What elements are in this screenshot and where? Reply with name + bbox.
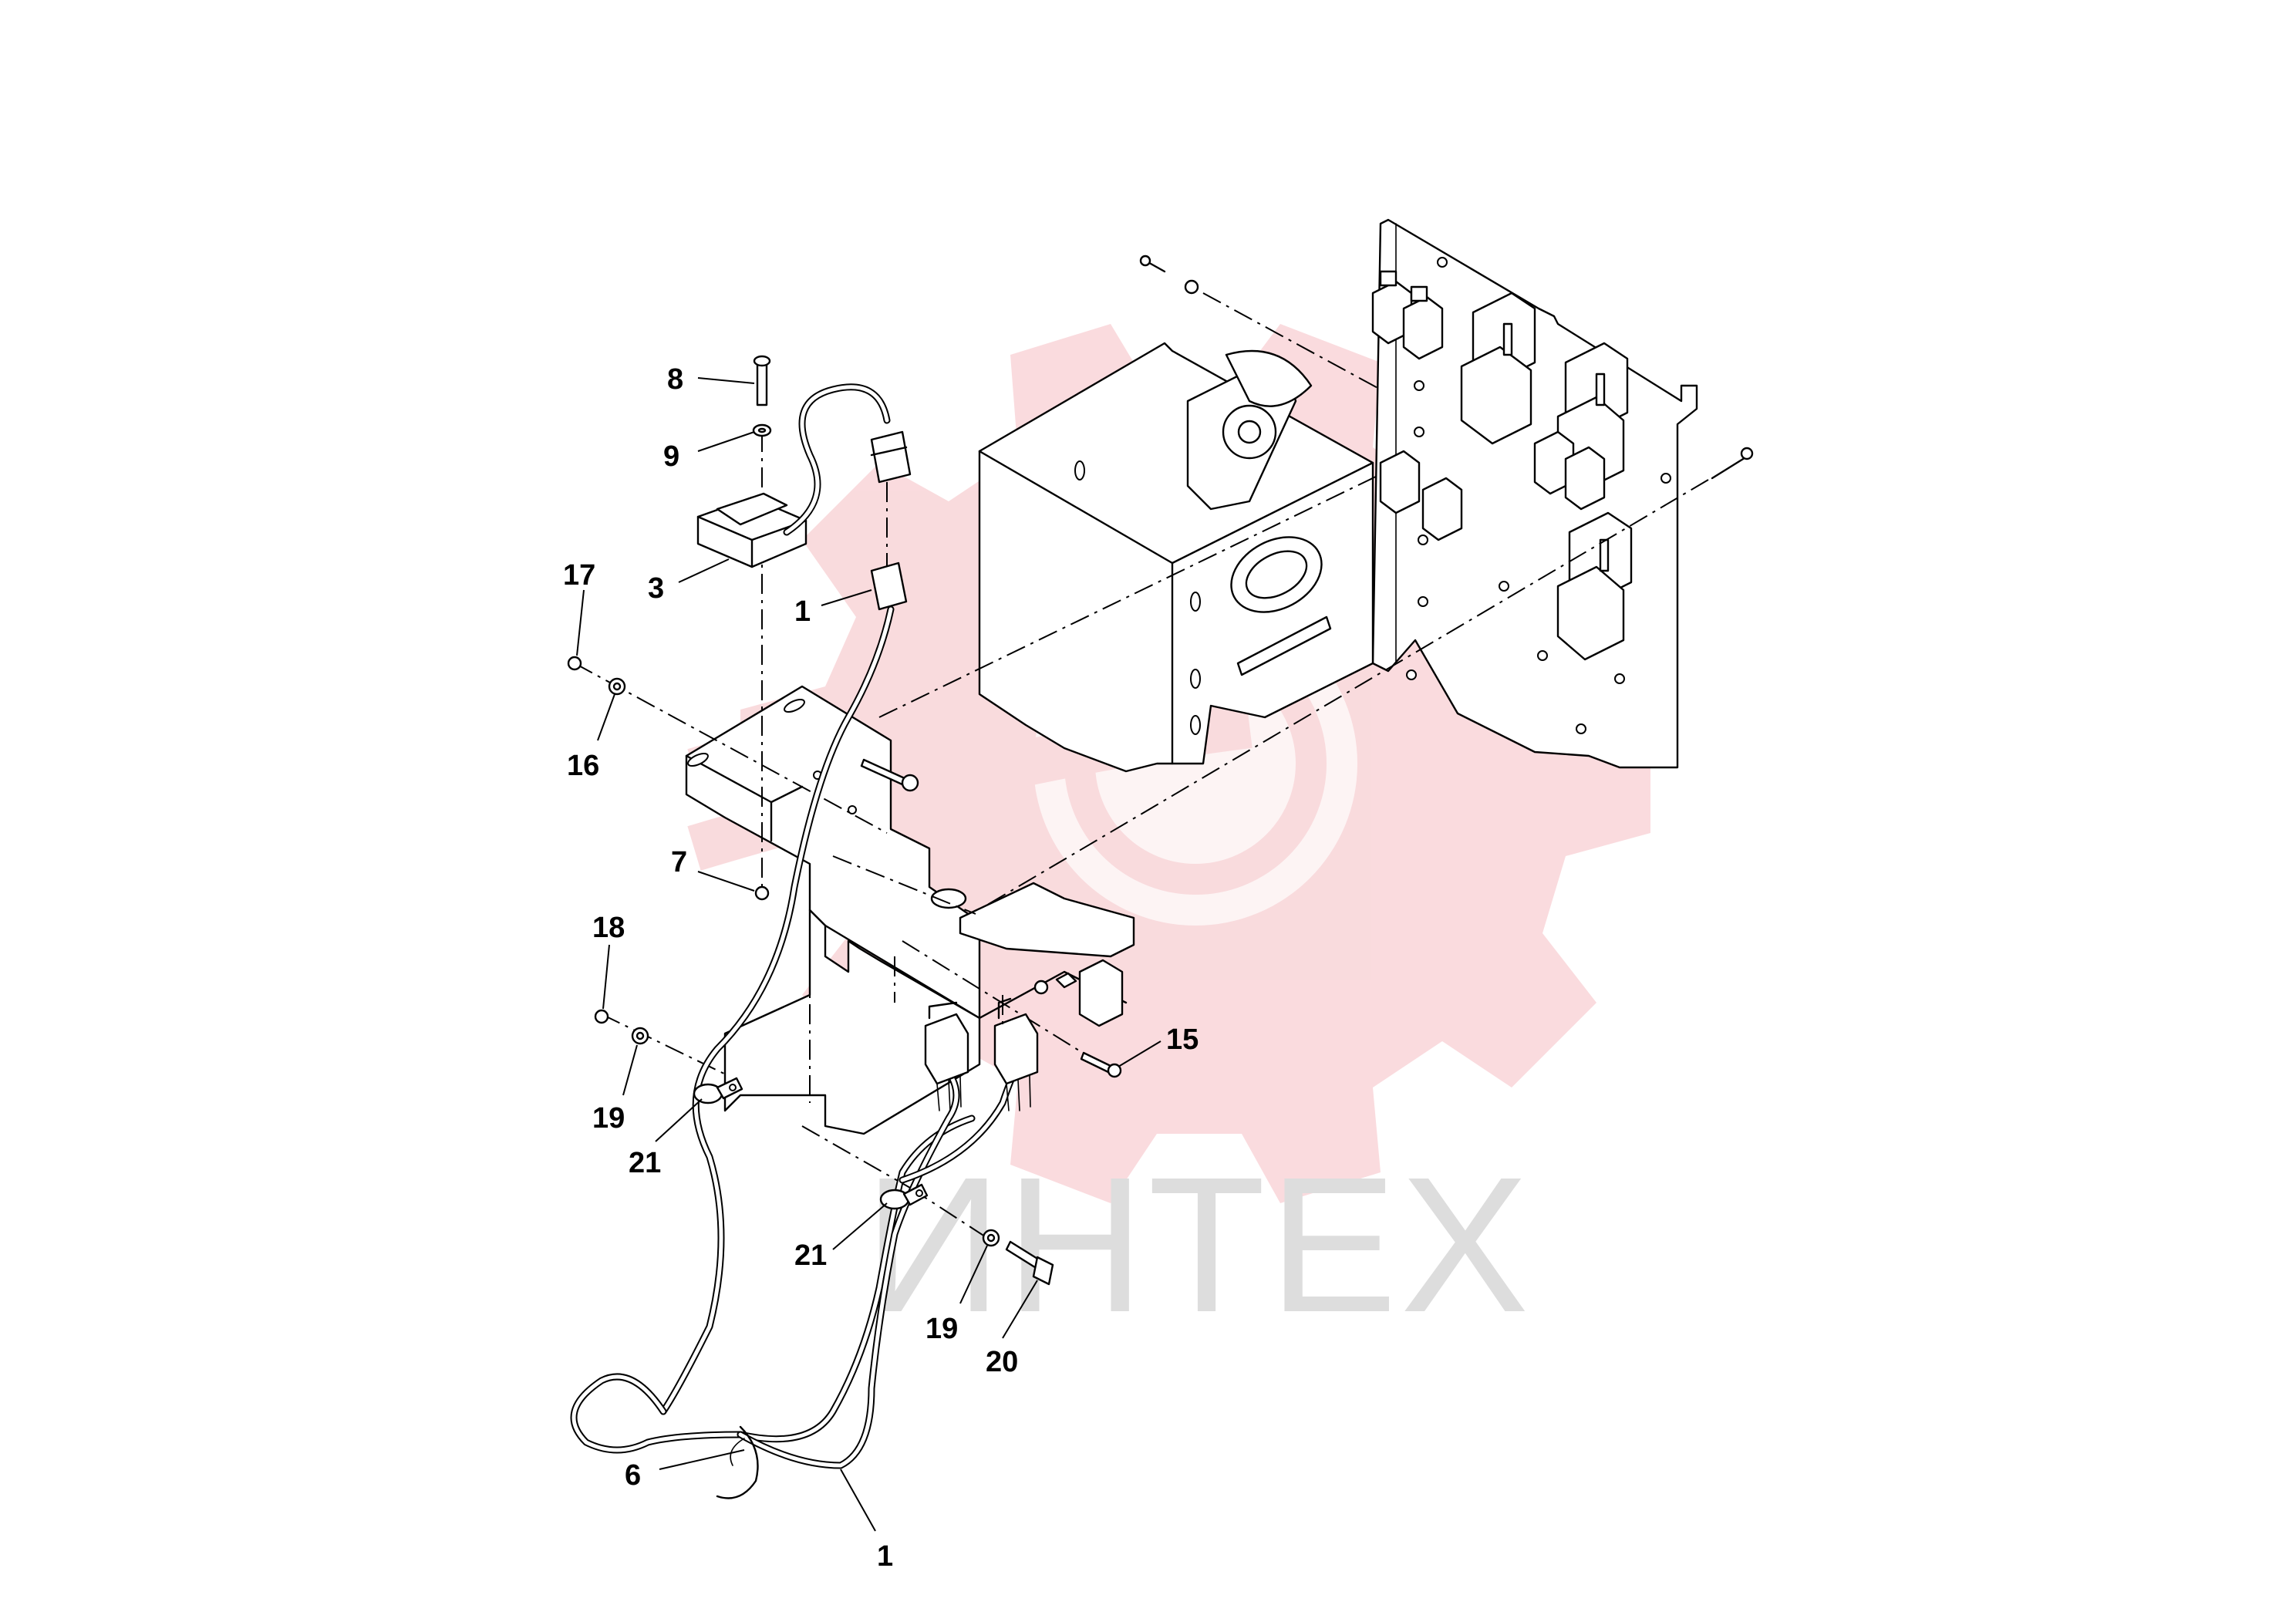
panel-hole [1406,669,1417,680]
callout-19-lower: 19 [925,1313,958,1345]
bracket-slot [687,752,709,767]
panel-hole [1614,673,1625,684]
connector-upper [870,430,912,484]
relay [1564,446,1606,511]
callout-8: 8 [667,363,683,396]
align-line-bolt-upper [832,855,976,915]
bracket-tab [959,882,1135,958]
bracket-hole [848,805,857,814]
callout-9: 9 [663,440,679,473]
align-line-15 [902,940,1096,1061]
callout-18: 18 [592,912,625,944]
panel-hole [1537,650,1548,661]
callout-3: 3 [648,572,664,605]
electrical-panel [978,218,1698,773]
callout-16: 16 [567,750,599,782]
bolt-15 [1080,1051,1122,1078]
panel-box-front [978,342,1374,773]
box-hole [1190,715,1201,735]
wire-harness [570,605,1022,1499]
relay-terminal [1410,285,1428,302]
panel-hole [1499,581,1509,592]
harness-connector-right [993,997,1039,1111]
relay-block-upper [1371,270,1444,360]
panel-screw-right [971,447,1754,915]
watermark-text: ИНТЕХ [864,1137,1532,1352]
relay [1379,450,1421,514]
callout-7: 7 [671,846,687,878]
callout-6: 6 [625,1459,641,1492]
bolt-8 [753,355,771,406]
callout-15: 15 [1166,1023,1199,1056]
panel-hole [1414,380,1424,391]
callout-17: 17 [563,559,595,592]
control-module-3 [1556,511,1633,661]
cam-roller [1225,349,1313,407]
align-line-lower-bracket [801,1125,911,1189]
leader-lines [576,377,1161,1532]
panel-screw-top [1139,255,1381,390]
panel-hole [1437,257,1448,268]
tab-relay [1078,959,1124,1027]
tab-relay-washer [1033,980,1049,995]
nut-18 [594,1009,609,1024]
slot-bar [1236,615,1332,676]
relay-block-middle [1533,430,1606,511]
nut-17 [567,656,582,671]
align-line-bracket-box [878,474,1381,718]
connector-lower [870,561,908,611]
align-line-17-16 [574,663,888,834]
relay-terminal [1379,270,1397,287]
relay [1402,295,1444,360]
panel-hole [1414,427,1424,437]
cam-pivot-pin [1237,420,1262,444]
bracket-bolt [860,758,919,792]
bracket-upper-flange [685,685,981,1020]
oval-grommet-inner [1245,550,1308,599]
callout-1-upper: 1 [794,595,811,628]
box-hole [1190,592,1201,612]
cable-tie-6 [716,1425,759,1499]
panel-hole [1418,534,1428,545]
callout-21-upper: 21 [629,1147,661,1179]
relay [1421,477,1463,541]
bracket-slot [784,698,805,713]
clamp-21-upper [693,1077,743,1104]
callout-labels: 8 9 3 1 17 16 7 18 19 21 15 21 19 20 6 1 [563,363,1199,1573]
panel-hole [1660,473,1671,484]
panel-hole [1576,723,1586,734]
box-hole [1074,460,1085,481]
harness-connector-left [924,1001,969,1111]
tab-relay-nut [1055,972,1077,989]
callout-19-upper: 19 [592,1102,625,1135]
clamp-21-lower [879,1183,929,1210]
box-hole [1190,669,1201,689]
sensor-block-3 [696,492,807,568]
callout-1-lower: 1 [877,1540,893,1573]
mounting-bracket [685,685,1135,1135]
panel-hole [1418,596,1428,607]
callout-20: 20 [986,1346,1018,1378]
align-line-18-19 [601,1013,730,1077]
bracket-tab-grommet [930,888,967,909]
bolt-20 [1005,1240,1054,1286]
callout-21-lower: 21 [794,1239,827,1272]
relay-block-left [1379,450,1463,541]
control-module-1 [1460,292,1536,445]
nut-7 [754,885,770,901]
